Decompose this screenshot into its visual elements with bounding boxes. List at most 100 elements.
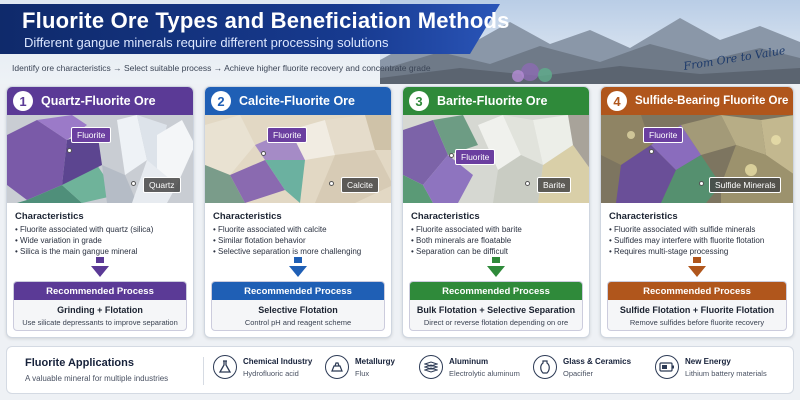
process-note: Remove sulfides before fluorite recovery (629, 318, 765, 327)
battery-icon (655, 355, 679, 379)
recommended-process-box: Recommended Process Selective Flotation … (211, 281, 385, 331)
gangue-marker (699, 181, 704, 186)
applications-title: Fluorite Applications (25, 357, 134, 369)
gangue-tag: Calcite (341, 177, 379, 193)
process-note: Control pH and reagent scheme (244, 318, 352, 327)
fluorite-marker (67, 148, 72, 153)
ore-photo: Fluorite Quartz (7, 115, 193, 203)
characteristics-heading: Characteristics (213, 211, 282, 222)
aluminum-bars-icon (419, 355, 443, 379)
card-title: Calcite-Fluorite Ore (239, 94, 355, 108)
application-name: Metallurgy (355, 356, 396, 366)
card-title: Quartz-Fluorite Ore (41, 94, 156, 108)
ore-photo: Fluorite Barite (403, 115, 589, 203)
fluorite-marker (261, 151, 266, 156)
characteristics-heading: Characteristics (15, 211, 84, 222)
ore-card-quartz: 1 Quartz-Fluorite Ore Fluorite Quartz Ch… (6, 86, 194, 338)
characteristics-list: Fluorite associated with quartz (silica)… (15, 224, 193, 257)
application-chemical: Chemical Industry Hydrofluoric acid (213, 355, 312, 379)
down-arrow-head (91, 266, 109, 277)
characteristics-list: Fluorite associated with sulfide mineral… (609, 224, 793, 257)
down-arrow-head (688, 266, 706, 277)
ore-card-sulfide: 4 Sulfide-Bearing Fluorite Ore Fluorite … (600, 86, 794, 338)
process-note: Direct or reverse flotation depending on… (423, 318, 569, 327)
application-name: New Energy (685, 356, 731, 366)
fluorite-tag: Fluorite (267, 127, 308, 143)
characteristic-item: Silica is the main gangue mineral (15, 246, 193, 257)
barite-fluorite-ore-image (403, 115, 589, 203)
card-header: 1 Quartz-Fluorite Ore (7, 87, 193, 115)
gangue-tag: Quartz (143, 177, 181, 193)
fluorite-tag: Fluorite (643, 127, 684, 143)
characteristics-heading: Characteristics (411, 211, 480, 222)
process-method: Bulk Flotation + Selective Separation (416, 305, 576, 315)
application-aluminum: Aluminum Electrolytic aluminum (419, 355, 520, 379)
page-title: Fluorite Ore Types and Beneficiation Met… (22, 8, 510, 33)
header-banner: Fluorite Ore Types and Beneficiation Met… (0, 0, 800, 84)
characteristic-item: Both minerals are floatable (411, 235, 589, 246)
recommended-process-box: Recommended Process Sulfide Flotation + … (607, 281, 787, 331)
card-header: 2 Calcite-Fluorite Ore (205, 87, 391, 115)
page-subtitle: Different gangue minerals require differ… (24, 35, 389, 50)
card-number: 2 (211, 91, 231, 111)
process-note: Use silicate depressants to improve sepa… (22, 318, 178, 327)
card-title: Sulfide-Bearing Fluorite Ore (635, 95, 789, 107)
characteristic-item: Fluorite associated with barite (411, 224, 589, 235)
application-use: Lithium battery materials (685, 368, 767, 378)
characteristics-list: Fluorite associated with calcite Similar… (213, 224, 391, 257)
gangue-tag: Sulfide Minerals (709, 177, 782, 193)
characteristics-heading: Characteristics (609, 211, 678, 222)
applications-bar: Fluorite Applications A valuable mineral… (6, 346, 794, 394)
characteristic-item: Requires multi-stage processing (609, 246, 793, 257)
ingot-icon (325, 355, 349, 379)
flask-icon (213, 355, 237, 379)
characteristic-item: Fluorite associated with sulfide mineral… (609, 224, 793, 235)
down-arrow-icon (492, 257, 500, 263)
card-number: 4 (607, 91, 627, 111)
process-method: Selective Flotation (258, 305, 338, 315)
application-new-energy: New Energy Lithium battery materials (655, 355, 767, 379)
application-metallurgy: Metallurgy Flux (325, 355, 395, 379)
gangue-marker (329, 181, 334, 186)
recommended-heading: Recommended Process (608, 282, 786, 300)
application-use: Flux (355, 368, 370, 378)
gangue-tag: Barite (537, 177, 572, 193)
recommended-heading: Recommended Process (410, 282, 582, 300)
down-arrow-icon (294, 257, 302, 263)
card-number: 3 (409, 91, 429, 111)
title-band (0, 4, 500, 54)
applications-subtitle: A valuable mineral for multiple industri… (25, 374, 169, 383)
fluorite-tag: Fluorite (71, 127, 112, 143)
characteristic-item: Fluorite associated with quartz (silica) (15, 224, 193, 235)
down-arrow-icon (693, 257, 701, 263)
recommended-heading: Recommended Process (14, 282, 186, 300)
application-use: Electrolytic aluminum (449, 368, 520, 378)
characteristic-item: Sulfides may interfere with fluorite flo… (609, 235, 793, 246)
application-name: Aluminum (449, 356, 489, 366)
card-header: 3 Barite-Fluorite Ore (403, 87, 589, 115)
characteristic-item: Wide variation in grade (15, 235, 193, 246)
fluorite-marker (649, 149, 654, 154)
card-header: 4 Sulfide-Bearing Fluorite Ore (601, 87, 793, 115)
application-use: Opacifier (563, 368, 594, 378)
card-number: 1 (13, 91, 33, 111)
recommended-heading: Recommended Process (212, 282, 384, 300)
recommended-process-box: Recommended Process Grinding + Flotation… (13, 281, 187, 331)
ore-photo: Fluorite Sulfide Minerals (601, 115, 793, 203)
process-method: Sulfide Flotation + Fluorite Flotation (619, 305, 775, 315)
down-arrow-head (289, 266, 307, 277)
application-use: Hydrofluoric acid (243, 368, 299, 378)
down-arrow-icon (96, 257, 104, 263)
fluorite-marker (449, 153, 454, 158)
recommended-process-box: Recommended Process Bulk Flotation + Sel… (409, 281, 583, 331)
application-name: Glass & Ceramics (563, 356, 632, 366)
characteristic-item: Separation can be difficult (411, 246, 589, 257)
mountain-landscape-image (380, 0, 800, 84)
divider (203, 357, 204, 385)
card-title: Barite-Fluorite Ore (437, 94, 548, 108)
gangue-marker (131, 181, 136, 186)
vase-icon (533, 355, 557, 379)
application-glass: Glass & Ceramics Opacifier (533, 355, 631, 379)
ore-card-barite: 3 Barite-Fluorite Ore Fluorite Barite Ch… (402, 86, 590, 338)
characteristic-item: Selective separation is more challenging (213, 246, 391, 257)
